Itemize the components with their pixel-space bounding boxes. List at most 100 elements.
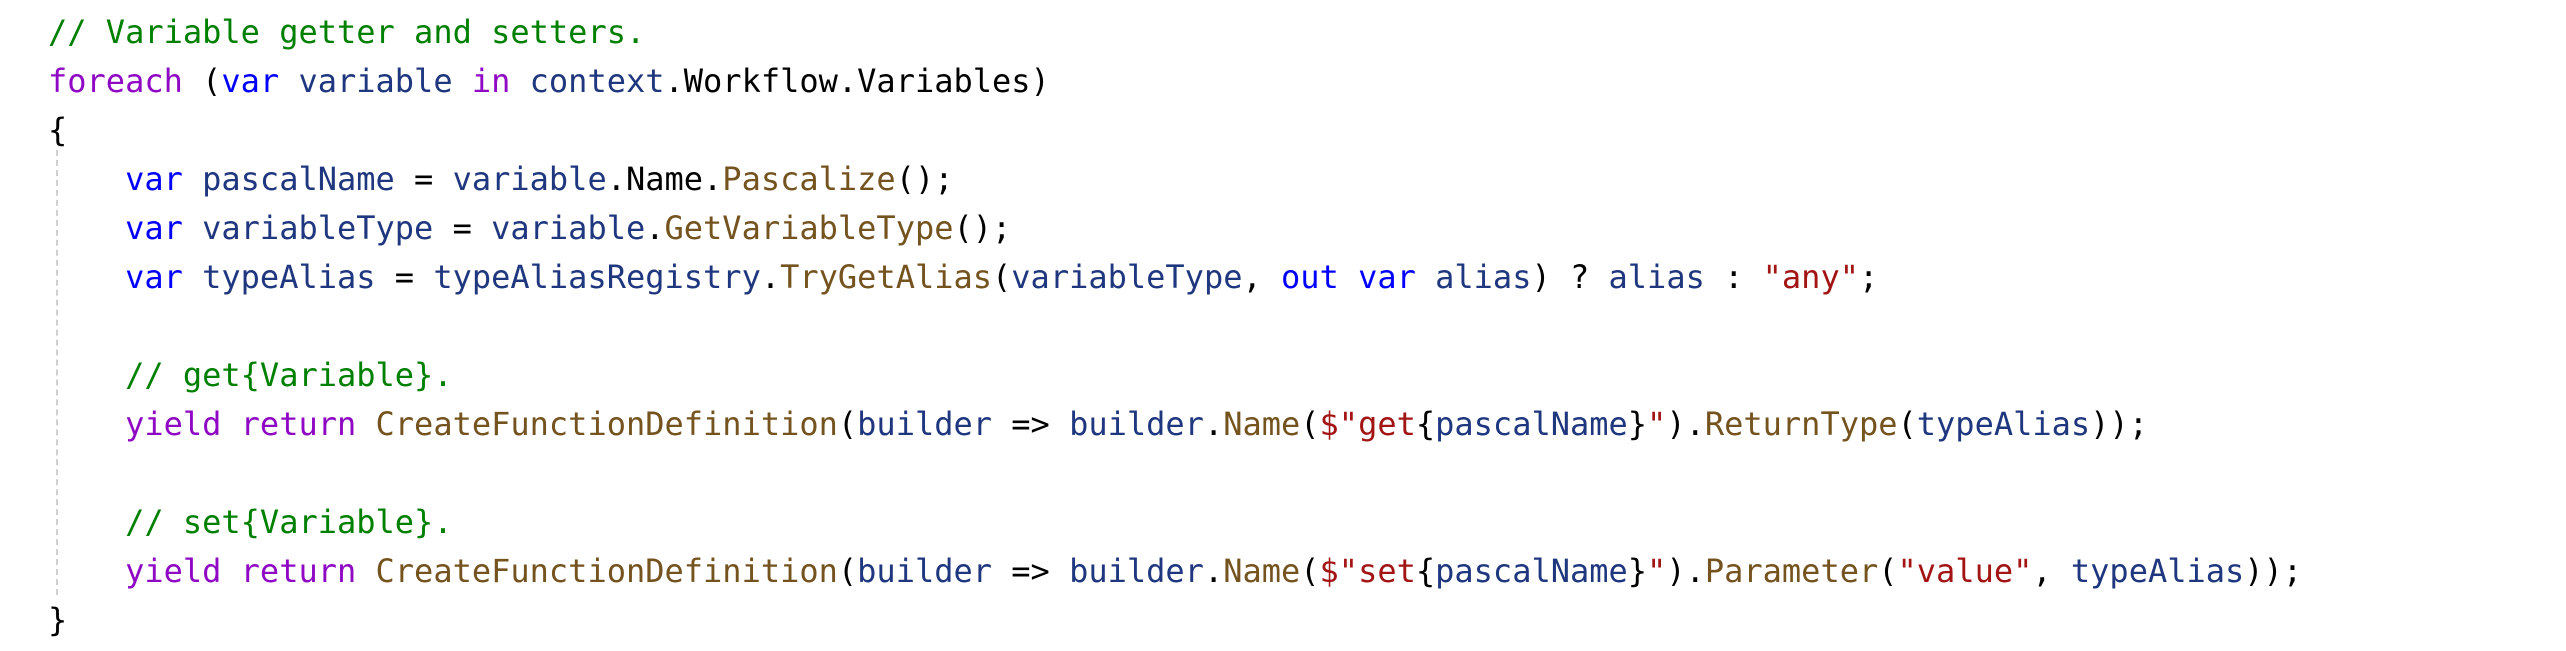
- token-keyword: return: [240, 405, 357, 443]
- token-method: CreateFunctionDefinition: [375, 405, 838, 443]
- token-method: Parameter: [1704, 552, 1879, 590]
- token-identifier: context: [529, 62, 665, 100]
- token-method: TryGetAlias: [780, 258, 993, 296]
- token-punctuation: (: [837, 405, 858, 443]
- token-identifier: typeAlias: [2070, 552, 2245, 590]
- token-punctuation: (: [992, 258, 1012, 296]
- token-punctuation: ();: [953, 209, 1012, 247]
- code-line: var typeAlias = typeAliasRegistry.TryGet…: [48, 253, 2302, 302]
- token-text: [183, 160, 202, 198]
- token-text: [48, 160, 125, 198]
- token-text: [221, 552, 240, 590]
- token-keyword: foreach: [48, 62, 183, 100]
- code-block[interactable]: // Variable getter and setters.foreach (…: [48, 8, 2302, 645]
- token-string: ": [1647, 552, 1667, 590]
- token-punctuation: .: [645, 209, 665, 247]
- token-punctuation: =>: [992, 405, 1070, 443]
- token-punctuation: (: [1878, 552, 1898, 590]
- token-punctuation: ));: [2244, 552, 2303, 590]
- token-keyword: return: [240, 552, 357, 590]
- token-punctuation: ).: [1666, 552, 1705, 590]
- token-keyword: yield: [125, 405, 222, 443]
- token-text: [1416, 258, 1435, 296]
- token-punctuation: ,: [2032, 552, 2071, 590]
- token-punctuation: =>: [992, 552, 1070, 590]
- token-punctuation: (: [1300, 405, 1320, 443]
- token-text: [48, 356, 125, 394]
- token-punctuation: (: [1897, 405, 1917, 443]
- token-punctuation: (: [1300, 552, 1320, 590]
- token-text: [279, 62, 298, 100]
- token-text: [48, 454, 67, 492]
- token-string: "any": [1762, 258, 1859, 296]
- token-method: CreateFunctionDefinition: [375, 552, 838, 590]
- code-line: // get{Variable}.: [48, 351, 2302, 400]
- token-comment: // get{Variable}.: [125, 356, 453, 394]
- token-identifier: variable: [491, 209, 646, 247]
- token-punctuation: ;: [1858, 258, 1879, 296]
- token-punctuation: ) ?: [1531, 258, 1609, 296]
- token-identifier: builder: [1069, 552, 1204, 590]
- token-punctuation: {: [1415, 405, 1436, 443]
- token-text: [183, 209, 202, 247]
- token-punctuation: }: [1627, 552, 1648, 590]
- token-punctuation: {: [1415, 552, 1436, 590]
- token-punctuation: (: [182, 62, 222, 100]
- token-string: "value": [1897, 552, 2033, 590]
- token-keyword: var: [125, 160, 183, 198]
- token-identifier: pascalName: [202, 160, 395, 198]
- token-punctuation: }: [1627, 405, 1648, 443]
- token-punctuation: ,: [1242, 258, 1281, 296]
- token-identifier: builder: [1069, 405, 1204, 443]
- token-text: [221, 405, 240, 443]
- token-text: [510, 62, 529, 100]
- token-text: [48, 258, 125, 296]
- token-identifier: builder: [857, 405, 993, 443]
- token-text: [48, 209, 125, 247]
- token-identifier: typeAlias: [202, 258, 376, 296]
- code-line: var variableType = variable.GetVariableT…: [48, 204, 2302, 253]
- token-punctuation: (: [837, 552, 858, 590]
- token-punctuation: }: [48, 601, 68, 639]
- token-keyword: yield: [125, 552, 222, 590]
- token-method: Name: [1223, 552, 1301, 590]
- token-method: ReturnType: [1704, 405, 1898, 443]
- token-keyword: var: [221, 62, 280, 100]
- token-identifier: variableType: [1011, 258, 1243, 296]
- token-keyword: var: [125, 258, 183, 296]
- token-text: [48, 307, 67, 345]
- token-text: [48, 405, 125, 443]
- token-identifier: pascalName: [1435, 405, 1628, 443]
- token-identifier: variable: [452, 160, 607, 198]
- token-keyword: out: [1281, 258, 1339, 296]
- indent-guide: [56, 150, 58, 595]
- token-identifier: pascalName: [1435, 552, 1628, 590]
- code-line: yield return CreateFunctionDefinition(bu…: [48, 400, 2302, 449]
- token-identifier: variableType: [202, 209, 434, 247]
- token-identifier: typeAliasRegistry: [433, 258, 761, 296]
- token-identifier: alias: [1608, 258, 1705, 296]
- token-string: $"set: [1319, 552, 1416, 590]
- token-keyword: in: [471, 62, 511, 100]
- token-punctuation: ).: [1666, 405, 1705, 443]
- token-identifier: typeAlias: [1916, 405, 2091, 443]
- token-punctuation: .: [760, 258, 781, 296]
- token-text: [356, 552, 375, 590]
- token-comment: // set{Variable}.: [125, 503, 453, 541]
- token-punctuation: =: [375, 258, 434, 296]
- token-punctuation: ));: [2090, 405, 2148, 443]
- token-method: GetVariableType: [664, 209, 954, 247]
- token-string: ": [1647, 405, 1667, 443]
- token-text: [183, 258, 202, 296]
- token-punctuation: .Workflow.Variables): [664, 62, 1050, 100]
- token-text: [48, 552, 125, 590]
- token-punctuation: .Name.: [606, 160, 723, 198]
- token-identifier: builder: [857, 552, 993, 590]
- code-line: // set{Variable}.: [48, 498, 2302, 547]
- code-line: [48, 302, 2302, 351]
- code-line: var pascalName = variable.Name.Pascalize…: [48, 155, 2302, 204]
- token-identifier: alias: [1435, 258, 1532, 296]
- token-string: $"get: [1319, 405, 1416, 443]
- code-line: [48, 449, 2302, 498]
